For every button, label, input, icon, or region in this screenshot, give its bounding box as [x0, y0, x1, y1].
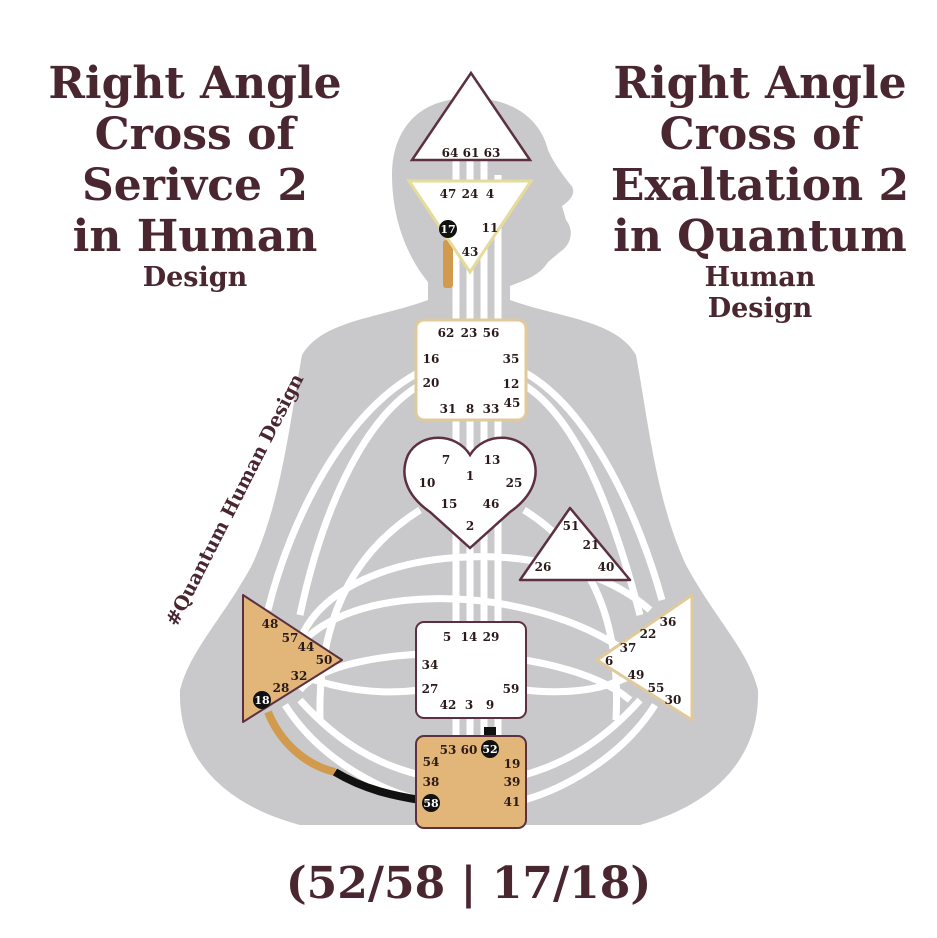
gate-52-active-marker [481, 740, 499, 758]
gate-41: 41 [504, 795, 521, 809]
channel-58-18-tan [264, 710, 337, 776]
gate-30: 30 [665, 693, 682, 707]
gate-61: 61 [463, 146, 480, 160]
cross-gates-formula: (52/58 | 17/18) [285, 858, 652, 909]
gate-21: 21 [583, 538, 600, 552]
head-center [409, 70, 533, 162]
throat-center [414, 318, 528, 422]
gate-25: 25 [506, 476, 523, 490]
gate-35: 35 [503, 352, 520, 366]
gate-32: 32 [291, 669, 308, 683]
gate-38: 38 [423, 775, 440, 789]
gate-12: 12 [503, 377, 520, 391]
gate-64: 64 [442, 146, 459, 160]
gate-28: 28 [273, 681, 290, 695]
gate-58-active-marker [422, 794, 440, 812]
left-title-line-2: Cross of [94, 109, 296, 161]
gate-16: 16 [423, 352, 440, 366]
gate-31: 31 [440, 402, 457, 416]
gate-34: 34 [422, 658, 439, 672]
right-title-subtitle-2: Design [707, 293, 813, 325]
gate-1: 1 [466, 469, 474, 483]
channel-17-62-defined [443, 240, 453, 288]
gate-49: 49 [628, 668, 645, 682]
heart-center [518, 506, 632, 582]
gate-60: 60 [461, 743, 478, 757]
gate-13: 13 [484, 453, 501, 467]
gate-42: 42 [440, 698, 457, 712]
gate-29: 29 [483, 630, 500, 644]
g-center [403, 436, 537, 550]
gate-labels: 64 61 63 47 24 4 17 11 43 62 23 56 16 35… [254, 146, 681, 810]
gate-7: 7 [442, 453, 450, 467]
gate-57: 57 [282, 631, 299, 645]
gate-47: 47 [440, 187, 457, 201]
right-title-line-2: Cross of [659, 109, 861, 161]
gate-18-active-marker [253, 691, 271, 709]
spleen-center[interactable] [242, 594, 343, 723]
gate-17-active-marker [439, 220, 457, 238]
right-title-line-4: in Quantum [613, 211, 907, 263]
gate-39: 39 [504, 775, 521, 789]
gate-59: 59 [503, 682, 520, 696]
left-title-line-3: Serivce 2 [82, 160, 308, 212]
gate-26: 26 [535, 560, 552, 574]
gate-22: 22 [640, 627, 657, 641]
gate-33: 33 [483, 402, 500, 416]
right-title-subtitle-1: Human [704, 262, 816, 294]
gate-11: 11 [482, 221, 499, 235]
right-title-line-1: Right Angle [613, 58, 907, 109]
gate-27: 27 [422, 682, 439, 696]
root-center[interactable] [415, 735, 527, 829]
gate-5: 5 [443, 630, 451, 644]
sacral-center [415, 621, 527, 719]
gate-62: 62 [438, 326, 455, 340]
gate-23: 23 [461, 326, 478, 340]
gate-53: 53 [440, 743, 457, 757]
gate-48: 48 [262, 617, 279, 631]
left-title-line-1: Right Angle [48, 58, 342, 109]
gate-37: 37 [620, 641, 637, 655]
gate-43: 43 [462, 245, 479, 259]
gate-19: 19 [504, 757, 521, 771]
gate-10: 10 [419, 476, 436, 490]
gate-50: 50 [316, 653, 333, 667]
gate-56: 56 [483, 326, 500, 340]
gate-24: 24 [462, 187, 479, 201]
gate-54: 54 [423, 755, 440, 769]
left-title-line-4: in Human [72, 211, 318, 263]
gate-52: 52 [482, 743, 497, 756]
gate-55: 55 [648, 681, 665, 695]
right-title-line-3: Exaltation 2 [610, 160, 910, 212]
right-title: Right Angle Cross of Exaltation 2 in Qua… [585, 58, 935, 325]
gate-18: 18 [254, 694, 270, 707]
left-title-subtitle: Design [142, 262, 248, 294]
gate-46: 46 [483, 497, 500, 511]
left-title: Right Angle Cross of Serivce 2 in Human … [20, 58, 370, 293]
gate-3: 3 [465, 698, 473, 712]
solar-plexus-center [595, 593, 694, 722]
channel-58-18-black [332, 768, 421, 804]
gate-6: 6 [605, 654, 613, 668]
gate-36: 36 [660, 615, 677, 629]
gate-2: 2 [466, 519, 474, 533]
gate-51: 51 [563, 519, 580, 533]
gate-4: 4 [486, 187, 494, 201]
gate-15: 15 [441, 497, 458, 511]
gate-9: 9 [486, 698, 494, 712]
gate-45: 45 [504, 396, 521, 410]
gate-63: 63 [484, 146, 501, 160]
gate-8: 8 [466, 402, 474, 416]
gate-14: 14 [461, 630, 478, 644]
gate-44: 44 [298, 640, 315, 654]
gate-17: 17 [440, 223, 455, 236]
gate-40: 40 [598, 560, 615, 574]
gate-20: 20 [423, 376, 440, 390]
gate-58: 58 [423, 797, 439, 810]
